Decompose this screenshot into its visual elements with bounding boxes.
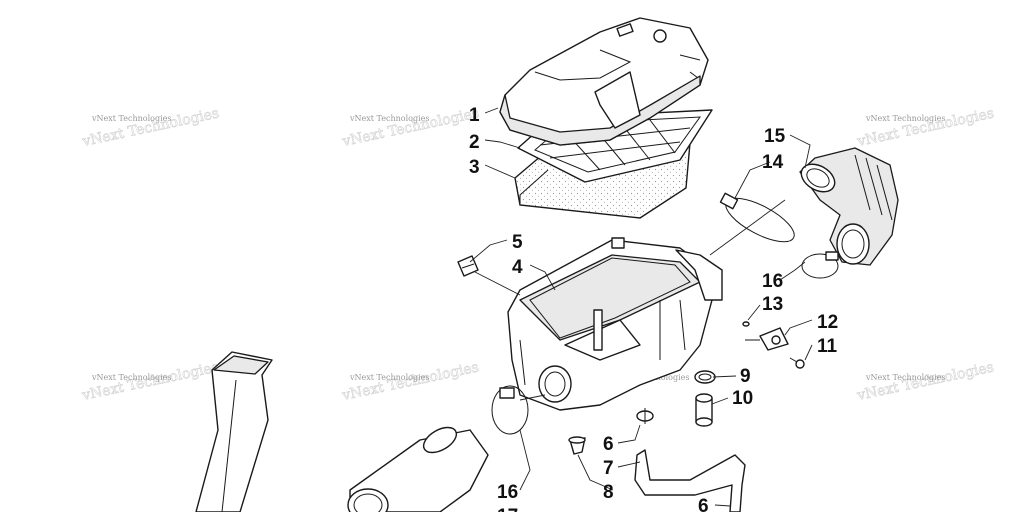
callout-6b: 6 [698,496,709,512]
part-drain-valve [568,436,586,455]
callout-9: 9 [740,366,751,387]
watermark-bottom-center: vNext Technologies vNext Technologies [340,359,481,404]
callout-14: 14 [762,152,784,173]
leader-lines [469,107,813,507]
callout-2: 2 [469,132,480,153]
watermark-text: vNext Technologies [91,373,171,382]
watermark-bottom-left: vNext Technologies vNext Technologies [80,359,221,404]
callout-16b: 16 [497,482,518,503]
part-drain-cap [695,393,713,427]
callout-15: 15 [764,126,786,147]
callout-13: 13 [762,294,783,315]
callout-17: 17 [497,506,518,512]
part-snorkel [195,351,273,512]
watermark-top-center: vNext Technologies vNext Technologies [340,105,481,150]
watermark-text: vNext Technologies [91,114,171,123]
callout-8: 8 [603,482,614,503]
part-o-ring [742,321,750,327]
watermark-top-right: vNext Technologies vNext Technologies [855,105,996,150]
callout-1: 1 [469,105,480,126]
callout-10: 10 [732,388,753,409]
watermark-ghost: vNext Technologies [80,105,220,150]
callout-5: 5 [512,232,523,253]
callout-16a: 16 [762,271,783,292]
watermark-ghost: vNext Technologies [855,105,995,150]
callout-11: 11 [817,336,838,357]
part-clip [457,255,479,277]
watermark-bottom-right: vNext Technologies vNext Technologies [855,359,996,404]
part-hose-clamp-upper [801,251,839,279]
watermark-text: vNext Technologies [865,373,945,382]
part-sensor [745,327,789,351]
part-large-clamp [719,192,795,243]
part-intake-tube [347,426,489,512]
watermark-ghost: vNext Technologies [340,105,480,150]
watermark-top-left: vNext Technologies vNext Technologies [80,105,221,150]
watermark-text: vNext Technologies [865,114,945,123]
part-hose-clamp-lower [491,385,529,435]
callout-4: 4 [512,257,523,278]
watermark-text: vNext Technologies [349,114,429,123]
part-airbox-lid [499,17,709,146]
callout-6a: 6 [603,434,614,455]
part-airbox [507,237,723,411]
callout-labels: 1 2 3 4 5 6 6 7 8 9 10 11 12 13 14 15 16… [469,105,838,512]
callout-7: 7 [603,458,614,479]
callout-3: 3 [469,157,480,178]
part-drain-hose [634,449,746,512]
part-screw [789,357,805,369]
watermark-text: vNext Technologies [349,373,429,382]
part-clamp-small [694,370,716,384]
part-intake-boot [799,147,899,266]
part-clamp-mid [636,408,654,424]
callout-12: 12 [817,312,838,333]
